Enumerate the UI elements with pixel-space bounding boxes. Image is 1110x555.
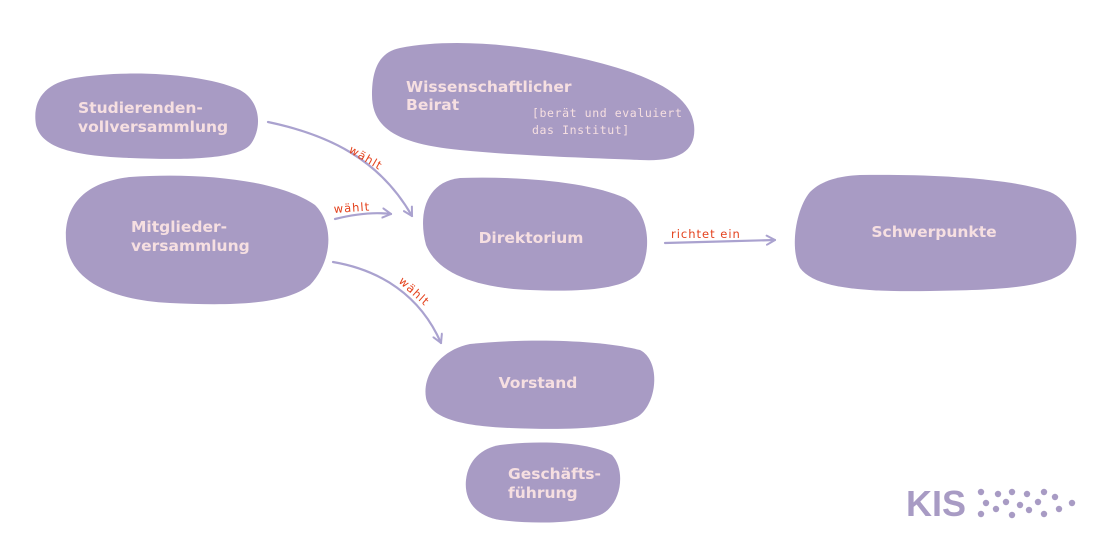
edge-mitglieder-vorstand: wählt — [331, 260, 441, 345]
arrow — [266, 120, 414, 218]
node-label: Schwerpunkte — [871, 223, 996, 241]
node-studierendenvollversammlung: Studierenden- vollversammlung — [35, 73, 259, 159]
node-schwerpunkte: Schwerpunkte — [794, 174, 1077, 292]
node-mitgliederversammlung: Mitglieder- versammlung — [65, 175, 329, 305]
node-blob — [465, 442, 621, 523]
edge-label: wählt — [333, 199, 370, 216]
arrow — [333, 213, 393, 221]
edge-label: richtet ein — [671, 227, 741, 241]
dots-pattern-icon — [977, 488, 1076, 519]
node-label: Wissenschaftlicher Beirat — [406, 78, 577, 114]
node-label: Studierenden- vollversammlung — [78, 99, 228, 136]
node-wissenschaftlicher-beirat: Wissenschaftlicher Beirat [berät und eva… — [372, 43, 695, 161]
arrow — [663, 240, 777, 243]
node-vorstand: Vorstand — [425, 340, 655, 429]
node-blob — [35, 73, 259, 159]
node-blob — [423, 177, 648, 291]
arrow — [331, 260, 441, 345]
edge-label: wählt — [347, 142, 386, 172]
node-blob — [65, 175, 329, 305]
node-label: Mitglieder- versammlung — [131, 218, 250, 255]
logo-text: KIS — [906, 483, 966, 524]
node-label: Vorstand — [499, 374, 578, 392]
node-geschaeftsfuehrung: Geschäfts- führung — [465, 442, 621, 523]
node-direktorium: Direktorium — [423, 177, 648, 291]
node-blob — [425, 340, 655, 429]
node-label: Geschäfts- führung — [508, 465, 606, 502]
node-blob — [372, 43, 695, 161]
node-blob — [794, 174, 1077, 292]
kis-logo: KIS — [906, 483, 1076, 524]
edge-mitglieder-direktorium: wählt — [333, 199, 393, 221]
node-label: Direktorium — [479, 229, 584, 247]
edge-direktorium-schwerpunkte: richtet ein — [663, 227, 777, 243]
node-note: [berät und evaluiert das Institut] — [532, 106, 690, 137]
